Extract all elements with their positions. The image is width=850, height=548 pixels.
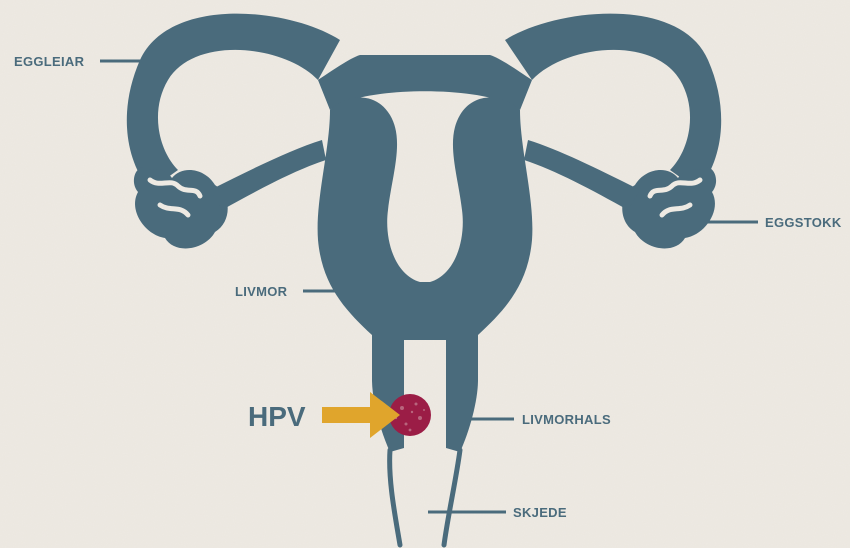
label-skjede: SKJEDE: [513, 505, 567, 520]
label-eggleiar: EGGLEIAR: [14, 54, 85, 69]
label-livmor: LIVMOR: [235, 284, 288, 299]
label-eggstokk: EGGSTOKK: [765, 215, 842, 230]
hpv-label: HPV: [248, 401, 306, 432]
label-livmorhals: LIVMORHALS: [522, 412, 611, 427]
arrow-shaft: [322, 407, 374, 423]
